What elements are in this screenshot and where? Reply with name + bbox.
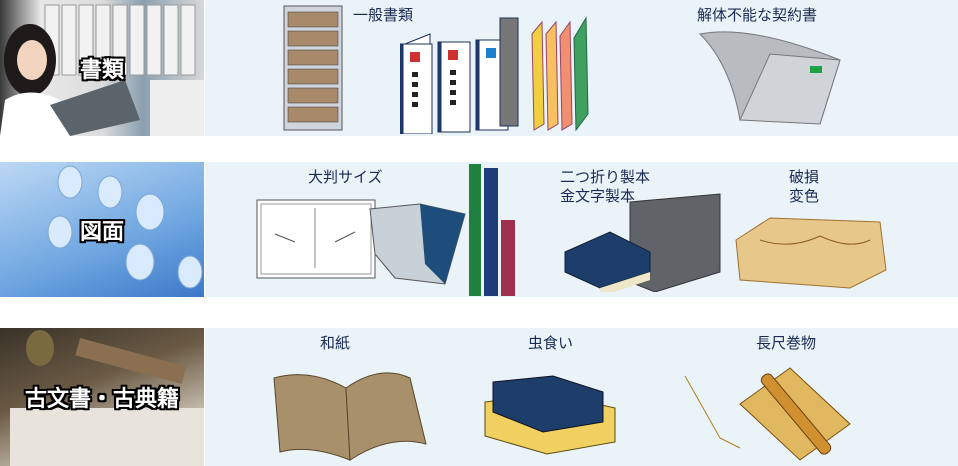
category-label: 書類 (79, 58, 124, 83)
contract-document-icon (698, 31, 841, 125)
large-drawing-icon (256, 199, 466, 285)
colored-folders-icon (531, 16, 589, 132)
caption-long-scroll: 長尺巻物 (756, 334, 817, 352)
damaged-drawing-icon (735, 217, 887, 289)
caption-general-documents: 一般書類 (353, 6, 414, 24)
documents-panel: 一般書類 解体不能な契約書 (205, 0, 958, 136)
open-washi-book-icon (273, 372, 427, 461)
caption-washi-paper: 和紙 (320, 334, 351, 352)
rolled-blueprints-image (47, 165, 203, 289)
category-label: 古文書・古典籍 (24, 387, 179, 412)
bound-book-icon (564, 193, 721, 292)
bookshelf-icon (283, 5, 343, 131)
binders-icon (400, 17, 519, 134)
caption-insect-damage: 虫食い (528, 334, 574, 352)
row-documents: 書類 一般書類 解体不能な契約書 (0, 0, 958, 136)
drawings-panel: 大判サイズ 二つ折り製本 金文字製本 破損 変色 (205, 162, 958, 297)
scrolls-image (10, 330, 204, 466)
caption-folded-binding: 二つ折り製本 (560, 168, 651, 186)
caption-gold-lettering: 金文字製本 (560, 187, 636, 205)
long-scroll-icon (684, 367, 851, 461)
caption-large-size: 大判サイズ (308, 168, 383, 186)
row-drawings: 図面 大判サイズ 二つ折り製本 金文字製本 破損 変色 (0, 162, 958, 297)
old-documents-panel: 和紙 虫食い 長尺巻物 (205, 328, 958, 466)
bound-volumes-icon (469, 164, 515, 296)
caption-unbindable-contract: 解体不能な契約書 (697, 6, 818, 24)
category-label: 図面 (79, 219, 124, 245)
row-old-documents: 古文書・古典籍 和紙 虫食い 長尺巻物 (0, 328, 958, 466)
caption-discoloration: 変色 (789, 187, 820, 205)
caption-damage: 破損 (789, 168, 820, 186)
documents-photo: 書類 (0, 0, 204, 136)
drawings-photo: 図面 (0, 162, 204, 297)
old-documents-photo: 古文書・古典籍 (0, 328, 204, 466)
office-binders-image (0, 4, 204, 136)
insect-damaged-book-icon (484, 375, 616, 455)
